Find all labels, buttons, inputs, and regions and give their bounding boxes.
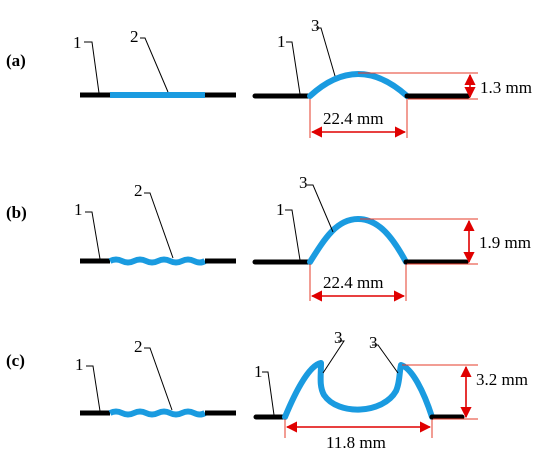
leader-1 xyxy=(285,209,301,261)
leader-2 xyxy=(144,192,174,259)
leader-3-right xyxy=(372,344,399,374)
leader-1 xyxy=(85,211,101,260)
label-3: 3 xyxy=(299,173,308,192)
film-arch xyxy=(307,215,409,265)
label-3-left: 3 xyxy=(334,328,343,347)
height-dimension: 1.3 mm xyxy=(480,78,532,97)
panel-a: (a) 1 2 1 3 1.3 mm xyxy=(6,16,532,138)
leader-2 xyxy=(144,347,173,411)
leader-3 xyxy=(307,184,334,233)
leader-1 xyxy=(286,41,301,95)
panel-b-flat: 1 2 xyxy=(74,181,236,266)
width-dimension: 22.4 mm xyxy=(323,109,383,128)
label-2: 2 xyxy=(134,337,143,356)
panel-b: (b) 1 2 1 3 1.9 mm xyxy=(6,173,531,302)
panel-label-b: (b) xyxy=(6,203,27,222)
panel-label-a: (a) xyxy=(6,51,26,70)
label-1: 1 xyxy=(254,362,263,381)
label-1: 1 xyxy=(277,32,286,51)
width-dimension: 11.8 mm xyxy=(326,433,386,452)
panel-label-c: (c) xyxy=(6,351,25,370)
film-strip xyxy=(108,256,207,266)
film-strip xyxy=(108,408,207,418)
leader-3 xyxy=(316,27,336,77)
panel-c-flat: 1 2 xyxy=(75,337,236,418)
film-arch xyxy=(307,71,410,99)
label-1: 1 xyxy=(276,200,285,219)
leader-2 xyxy=(140,37,169,93)
film-double-arch xyxy=(282,360,435,420)
label-3: 3 xyxy=(311,16,320,35)
panel-a-bent: 1 3 1.3 mm 22.4 mm xyxy=(252,16,532,138)
label-2: 2 xyxy=(134,181,143,200)
leader-1 xyxy=(84,41,100,94)
panel-b-bent: 1 3 1.9 mm 22.4 mm xyxy=(252,173,531,302)
panel-c: (c) 1 2 1 3 3 3.2 mm xyxy=(6,328,528,452)
leader-1 xyxy=(262,371,275,416)
label-1: 1 xyxy=(73,33,82,52)
label-1: 1 xyxy=(75,355,84,374)
label-1: 1 xyxy=(74,200,83,219)
height-dimension: 3.2 mm xyxy=(476,370,528,389)
panel-a-flat: 1 2 xyxy=(73,27,236,98)
panel-c-bent: 1 3 3 3.2 mm 11.8 mm xyxy=(253,328,528,452)
label-3-right: 3 xyxy=(369,333,378,352)
label-2: 2 xyxy=(130,27,139,46)
width-dimension: 22.4 mm xyxy=(323,273,383,292)
leader-3-left xyxy=(322,340,345,374)
leader-1 xyxy=(86,365,101,412)
height-dimension: 1.9 mm xyxy=(479,233,531,252)
